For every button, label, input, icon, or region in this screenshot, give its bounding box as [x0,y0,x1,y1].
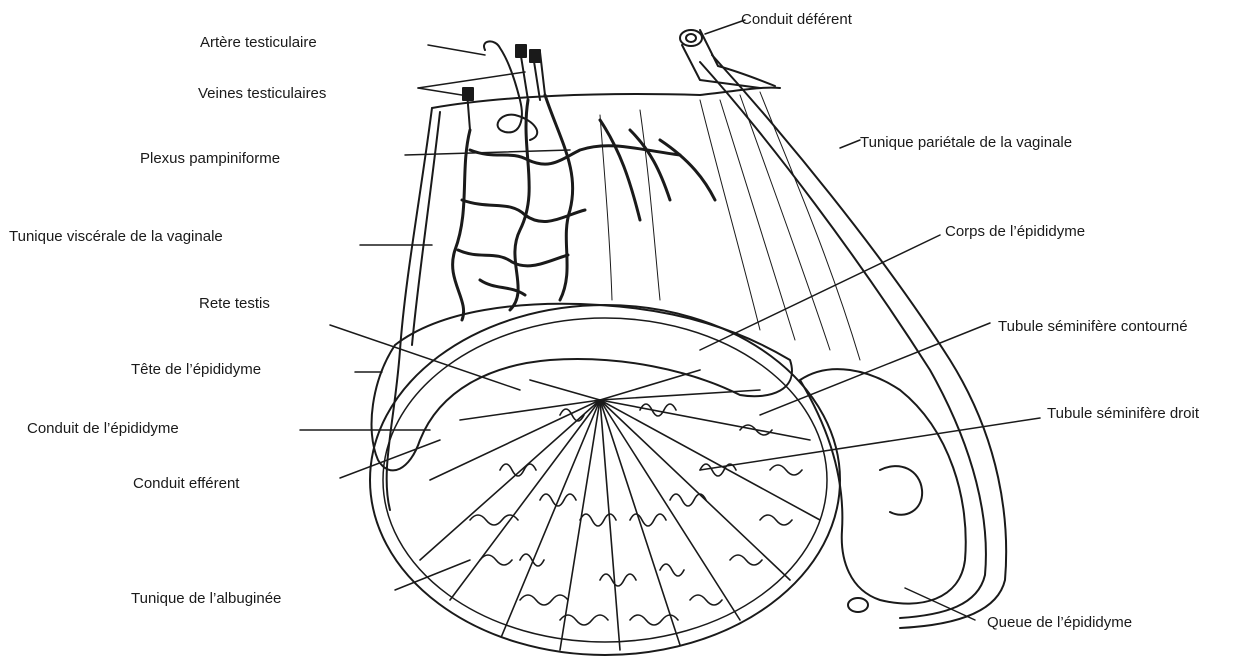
label-queue-epididyme: Queue de l’épididyme [987,614,1132,632]
label-rete-testis: Rete testis [199,295,270,313]
epididymis-tail [800,369,966,604]
label-tunique-viscerale: Tunique viscérale de la vaginale [9,228,223,246]
label-corps-epididyme: Corps de l’épididyme [945,223,1085,241]
testis-outline [370,305,840,655]
label-tete-epididyme: Tête de l’épididyme [131,361,261,379]
label-conduit-deferent: Conduit déférent [741,11,852,29]
sac-top-edge [432,88,780,108]
label-plexus-pampiniforme: Plexus pampiniforme [140,150,280,168]
label-tunique-albuginee: Tunique de l’albuginée [131,590,281,608]
label-tunique-parietale: Tunique pariétale de la vaginale [860,134,1072,152]
label-conduit-epididyme: Conduit de l’épididyme [27,420,179,438]
label-veines-testiculaires: Veines testiculaires [198,85,326,103]
label-tubule-contourne: Tubule séminifère contourné [998,318,1188,336]
label-conduit-efferent: Conduit efférent [133,475,239,493]
leader-lines [300,20,1040,620]
vas-deferens-opening [680,30,702,46]
seminiferous-lobules [420,370,820,650]
label-artere-testiculaire: Artère testiculaire [200,34,317,52]
label-tubule-droit: Tubule séminifère droit [1047,405,1199,423]
pampiniform-plexus [453,95,715,320]
